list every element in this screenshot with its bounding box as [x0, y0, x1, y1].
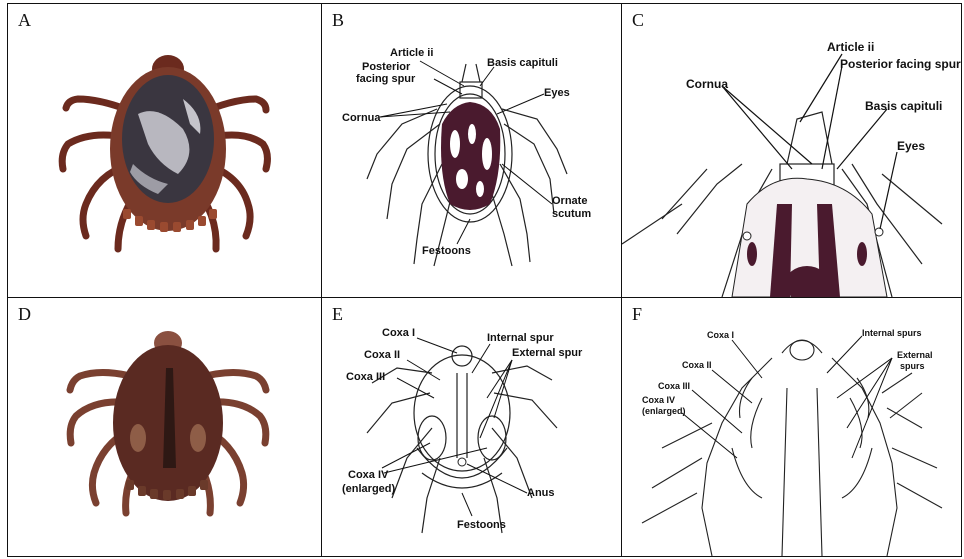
- label-article-ii: Article ii: [390, 47, 433, 59]
- label-festoons: Festoons: [422, 245, 471, 257]
- label-basis-capituli: Basis capituli: [487, 57, 558, 69]
- tick-ventral-diagram: Coxa I Coxa II Coxa III Internal spur Ex…: [322, 298, 621, 556]
- label-ornate-scutum-1: Ornate: [552, 195, 587, 207]
- tick-dorsal-photo: [8, 4, 321, 297]
- label-coxa-i: Coxa I: [382, 327, 415, 339]
- label-posterior-spur: Posterior facing spur: [840, 57, 961, 71]
- label-coxa-ii: Coxa II: [364, 349, 400, 361]
- label-anus: Anus: [527, 487, 555, 499]
- label-article-ii: Article ii: [827, 40, 874, 54]
- label-basis-capituli: Basis capituli: [865, 99, 942, 113]
- tick-ventral-photo: [8, 298, 321, 556]
- label-eyes: Eyes: [897, 139, 925, 153]
- label-festoons: Festoons: [457, 519, 506, 531]
- panel-a: A: [8, 4, 321, 297]
- label-posterior-spur-1: Posterior: [362, 61, 411, 73]
- label-internal-spur: Internal spur: [487, 332, 554, 344]
- label-coxa-ii: Coxa II: [682, 360, 712, 370]
- label-internal-spurs: Internal spurs: [862, 328, 922, 338]
- label-ornate-scutum-2: scutum: [552, 208, 591, 220]
- label-cornua: Cornua: [342, 112, 381, 124]
- panel-letter: D: [18, 304, 31, 325]
- panel-b: Article ii Basis capituli Posterior faci…: [322, 4, 621, 297]
- label-external-spur: External spur: [512, 347, 583, 359]
- label-coxa-iii: Coxa III: [346, 371, 385, 383]
- label-coxa-iv-1: Coxa IV: [348, 469, 389, 481]
- label-posterior-spur-2: facing spur: [356, 73, 416, 85]
- panel-f: Coxa I Coxa II Coxa III Coxa IV (enlarge…: [622, 298, 962, 556]
- label-external-spurs-2: spurs: [900, 361, 925, 371]
- panel-letter: B: [332, 10, 344, 31]
- label-external-spurs-1: External: [897, 350, 933, 360]
- coxa-closeup-diagram: Coxa I Coxa II Coxa III Coxa IV (enlarge…: [622, 298, 962, 556]
- panel-letter: E: [332, 304, 343, 325]
- panel-e: Coxa I Coxa II Coxa III Internal spur Ex…: [322, 298, 621, 556]
- panel-letter: F: [632, 304, 642, 325]
- label-coxa-iv-2: (enlarged): [642, 406, 686, 416]
- label-cornua: Cornua: [686, 77, 728, 91]
- label-coxa-iii: Coxa III: [658, 381, 690, 391]
- capitulum-closeup-diagram: Article ii Posterior facing spur Cornua …: [622, 4, 962, 297]
- tick-dorsal-diagram: Article ii Basis capituli Posterior faci…: [322, 4, 621, 297]
- panel-letter: A: [18, 10, 31, 31]
- label-coxa-i: Coxa I: [707, 330, 734, 340]
- panel-d: D: [8, 298, 321, 556]
- panel-c: Article ii Posterior facing spur Cornua …: [622, 4, 962, 297]
- label-coxa-iv-2: (enlarged): [342, 483, 396, 495]
- panel-letter: C: [632, 10, 644, 31]
- label-coxa-iv-1: Coxa IV: [642, 395, 675, 405]
- label-eyes: Eyes: [544, 87, 570, 99]
- figure-grid: A: [7, 3, 962, 557]
